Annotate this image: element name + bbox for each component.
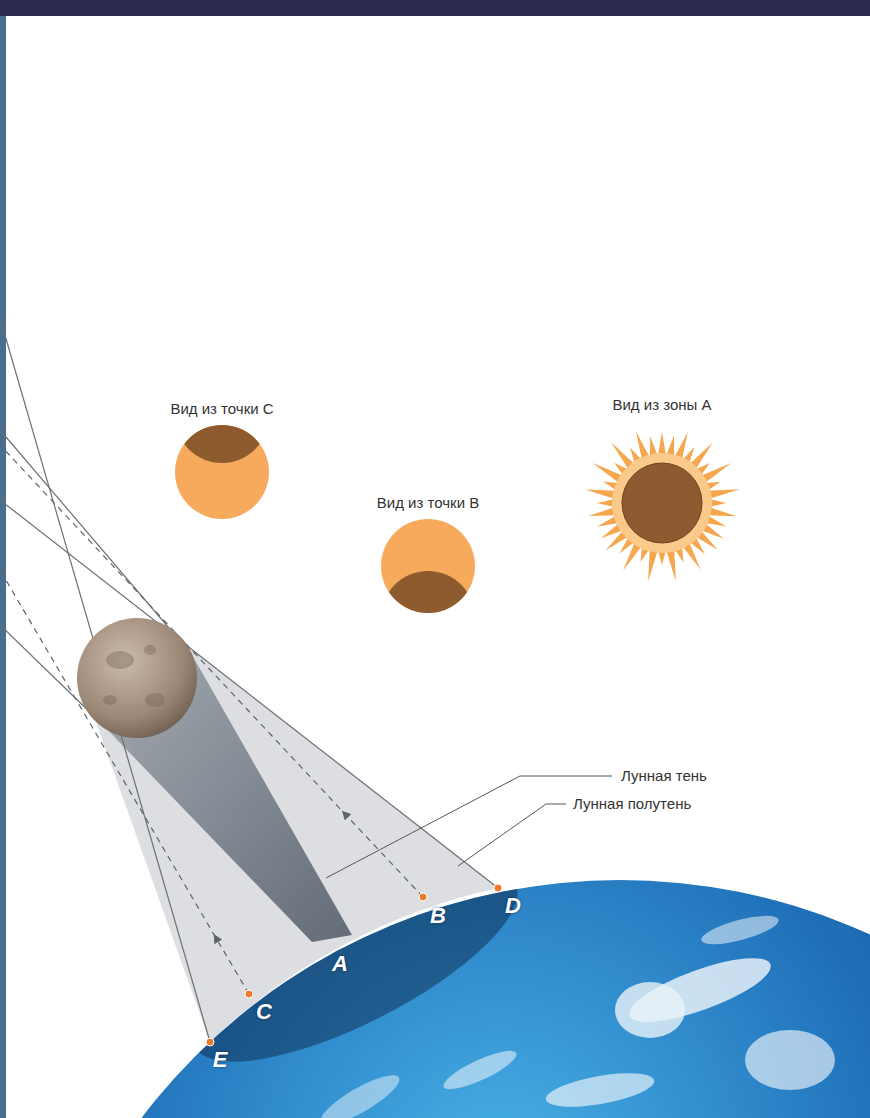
eclipse-view: Вид из точки B [373,494,483,616]
point-dot [245,990,253,998]
ray-line [0,500,498,888]
cloud [440,1044,521,1096]
side-strip [0,16,6,1118]
point-letter: D [505,893,521,919]
sight-line [0,570,249,994]
observation-points [206,884,502,1046]
corona-glow [612,453,712,553]
view-caption: Вид из точки C [166,400,277,418]
moon-disk [175,422,269,463]
leader-line [326,776,612,878]
top-bar [0,0,870,16]
view-caption: Вид из зоны A [573,396,751,414]
ray-line [0,318,210,1042]
crater [144,645,156,655]
moon-disk [622,463,702,543]
eclipse-view: Вид из зоны A [573,396,751,588]
eclipse-view: Вид из точки C [166,400,277,522]
point-dot [206,1038,214,1046]
point-dot [494,884,502,892]
sight-lines [0,445,423,994]
crater [103,695,117,705]
view-caption: Вид из точки B [373,494,483,512]
crater [145,693,165,707]
total-eclipse-symbol [577,418,747,588]
cloud [315,1067,405,1118]
callout-label: Лунная тень [618,766,710,786]
solar-corona [585,431,740,581]
point-dot [419,893,427,901]
moon-disk [381,571,475,616]
earth [20,880,870,1118]
leader-line [458,804,566,866]
partial-eclipse-symbol [172,422,272,522]
ray-line [0,430,192,655]
penumbra-cone [88,636,498,1042]
point-letter: B [430,903,446,929]
cloud [699,910,781,950]
moon [77,618,197,738]
point-letter: A [332,951,348,977]
point-letter: E [213,1047,228,1073]
cloud [615,982,685,1038]
sun-rays [0,318,498,1042]
cloud [745,1030,835,1090]
partial-eclipse-symbol [378,516,478,616]
point-letter: C [256,999,272,1025]
callout-label: Лунная полутень [570,794,694,814]
crater [106,651,134,669]
moon-craters [103,645,165,707]
cloud [543,1067,656,1114]
